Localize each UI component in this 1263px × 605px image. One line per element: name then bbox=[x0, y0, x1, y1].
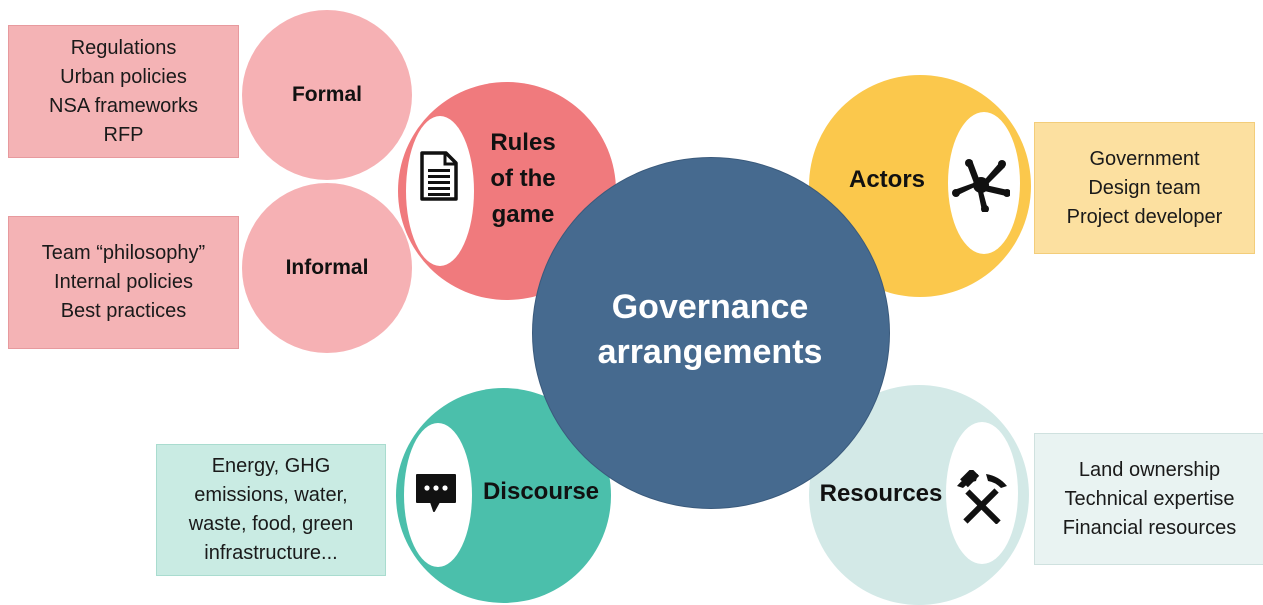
discourse-label: Discourse bbox=[482, 478, 600, 505]
resources-items-box: Land ownership Technical expertise Finan… bbox=[1034, 433, 1263, 565]
rules-label: Rules of the game bbox=[490, 129, 556, 228]
actors-item: Project developer bbox=[1066, 205, 1223, 228]
hammer-pick-icon bbox=[957, 470, 1007, 524]
formal-item: Urban policies bbox=[60, 65, 187, 88]
actors-items-box: Government Design team Project developer bbox=[1034, 122, 1255, 254]
discourse-item: infrastructure... bbox=[204, 542, 338, 564]
informal-label: Informal bbox=[285, 256, 369, 279]
formal-label: Formal bbox=[291, 83, 362, 106]
resources-item: Land ownership bbox=[1078, 458, 1221, 481]
actors-item: Government bbox=[1089, 147, 1200, 170]
discourse-item: waste, food, green bbox=[188, 513, 354, 535]
formal-item: RFP bbox=[103, 123, 144, 146]
governance-circle bbox=[532, 157, 890, 509]
actors-label: Actors bbox=[848, 166, 926, 193]
formal-circle bbox=[242, 10, 412, 180]
resources-label: Resources bbox=[819, 480, 943, 507]
formal-item: NSA frameworks bbox=[49, 94, 198, 117]
informal-item: Best practices bbox=[60, 300, 187, 322]
document-icon bbox=[420, 151, 458, 201]
informal-items-box: Team “philosophy” Internal policies Best… bbox=[8, 216, 239, 349]
resources-item: Technical expertise bbox=[1064, 487, 1235, 510]
informal-circle bbox=[242, 183, 412, 353]
speech-bubble-icon bbox=[416, 474, 456, 512]
informal-item: Internal policies bbox=[54, 271, 193, 293]
resources-item: Financial resources bbox=[1062, 516, 1237, 539]
formal-item: Regulations bbox=[70, 36, 177, 59]
resources-icon-oval bbox=[946, 422, 1018, 564]
hands-together-icon bbox=[952, 159, 1010, 212]
discourse-items-box: Energy, GHG emissions, water, waste, foo… bbox=[156, 444, 386, 576]
discourse-item: emissions, water, bbox=[194, 484, 348, 506]
formal-items-box: Regulations Urban policies NSA framework… bbox=[8, 25, 239, 158]
discourse-item: Energy, GHG bbox=[211, 455, 331, 477]
governance-label: Governance arrangements bbox=[597, 288, 823, 371]
actors-item: Design team bbox=[1088, 176, 1201, 199]
informal-item: Team “philosophy” bbox=[41, 242, 206, 264]
